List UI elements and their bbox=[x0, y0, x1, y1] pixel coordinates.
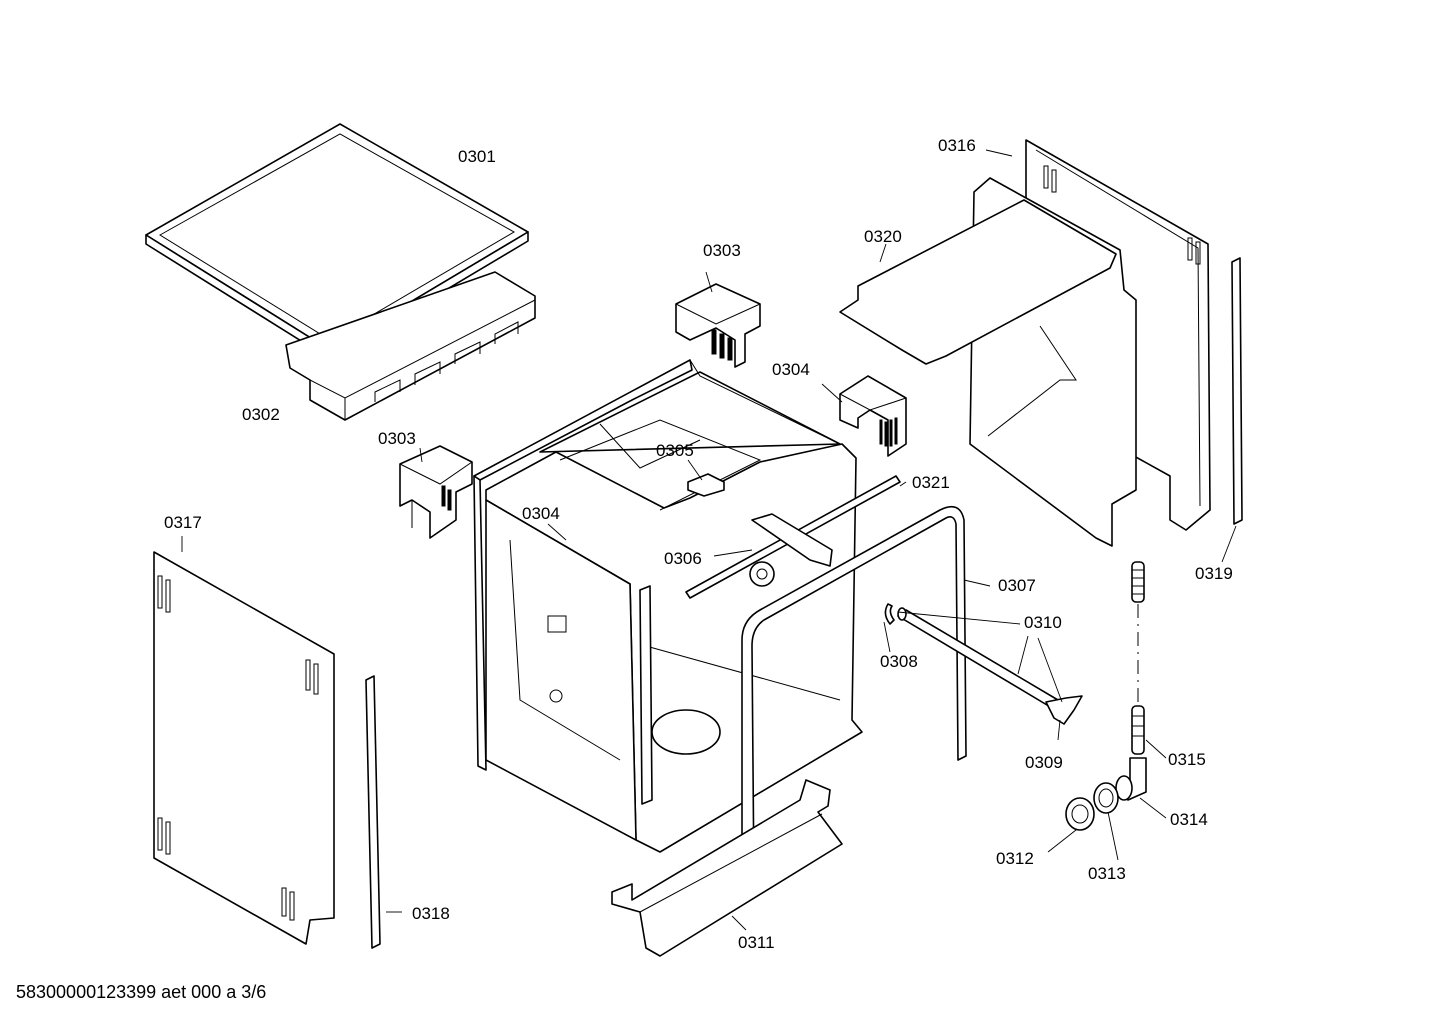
label-0303-left: 0303 bbox=[378, 429, 416, 448]
label-0313: 0313 bbox=[1088, 864, 1126, 883]
label-0307: 0307 bbox=[998, 576, 1036, 595]
part-0312-nut[interactable] bbox=[1065, 797, 1095, 831]
label-0308: 0308 bbox=[880, 652, 918, 671]
label-0316: 0316 bbox=[938, 136, 976, 155]
part-0305-catch[interactable] bbox=[687, 473, 725, 497]
label-0302: 0302 bbox=[242, 405, 280, 424]
part-0303-bracket-upper[interactable] bbox=[675, 283, 761, 368]
label-0317: 0317 bbox=[164, 513, 202, 532]
label-0315: 0315 bbox=[1168, 750, 1206, 769]
part-0308-clip[interactable] bbox=[884, 603, 895, 625]
part-labels: 0301 0302 0303 0303 0304 0304 0305 0306 … bbox=[164, 136, 1233, 952]
part-0302-insulation-tray[interactable] bbox=[285, 271, 536, 421]
label-0309: 0309 bbox=[1025, 753, 1063, 772]
label-0303-upper: 0303 bbox=[703, 241, 741, 260]
document-id: 58300000123399 aet 000 a 3/6 bbox=[16, 982, 266, 1002]
part-0313-ring[interactable] bbox=[1093, 782, 1119, 814]
leader-lines bbox=[181, 149, 1237, 931]
part-0315-hose[interactable] bbox=[1131, 561, 1145, 755]
label-0318: 0318 bbox=[412, 904, 450, 923]
label-0311: 0311 bbox=[738, 933, 775, 952]
label-0321: 0321 bbox=[912, 473, 950, 492]
label-0320: 0320 bbox=[864, 227, 902, 246]
part-0314-elbow[interactable] bbox=[1115, 757, 1147, 801]
part-0304-cover-right[interactable] bbox=[839, 375, 907, 457]
label-0304-left: 0304 bbox=[522, 504, 560, 523]
part-0317-side-panel-left[interactable] bbox=[153, 551, 335, 945]
label-0314: 0314 bbox=[1170, 810, 1208, 829]
part-0318-trim-strip[interactable] bbox=[365, 675, 381, 949]
label-0319: 0319 bbox=[1195, 564, 1233, 583]
label-0306: 0306 bbox=[664, 549, 702, 568]
label-0305: 0305 bbox=[656, 441, 694, 460]
part-0311-base-skirt[interactable] bbox=[611, 779, 843, 957]
label-0304-right: 0304 bbox=[772, 360, 810, 379]
label-0310: 0310 bbox=[1024, 613, 1062, 632]
part-0303-bracket-left[interactable] bbox=[399, 445, 473, 539]
part-0319-trim-strip[interactable] bbox=[1231, 257, 1243, 525]
part-0307-u-frame[interactable] bbox=[741, 505, 967, 887]
label-0301: 0301 bbox=[458, 147, 496, 166]
part-0306-mounting-bracket[interactable] bbox=[749, 513, 833, 587]
part-0309-end-cap[interactable] bbox=[1045, 695, 1083, 725]
part-0320-rear-panel[interactable] bbox=[839, 177, 1137, 547]
part-tub-frame bbox=[473, 359, 863, 853]
label-0312: 0312 bbox=[996, 849, 1034, 868]
